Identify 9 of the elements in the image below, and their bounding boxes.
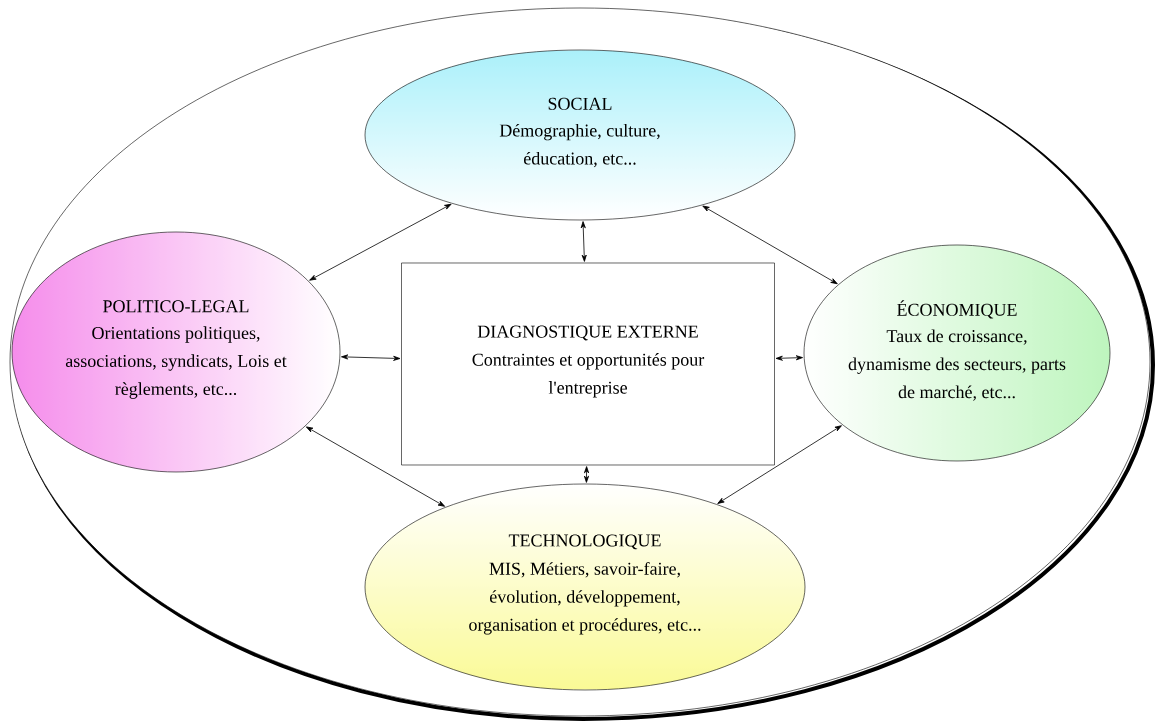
arrow: [775, 355, 803, 361]
arrow: [702, 205, 838, 285]
arrow: [717, 425, 842, 504]
central-box: DIAGNOSTIQUE EXTERNE Contraintes et opportunités pour l'entreprise: [401, 262, 775, 466]
arrow: [305, 426, 446, 507]
arrow: [309, 203, 452, 281]
arrow: [583, 466, 590, 483]
arrow: [341, 354, 401, 361]
arrow: [580, 221, 587, 262]
